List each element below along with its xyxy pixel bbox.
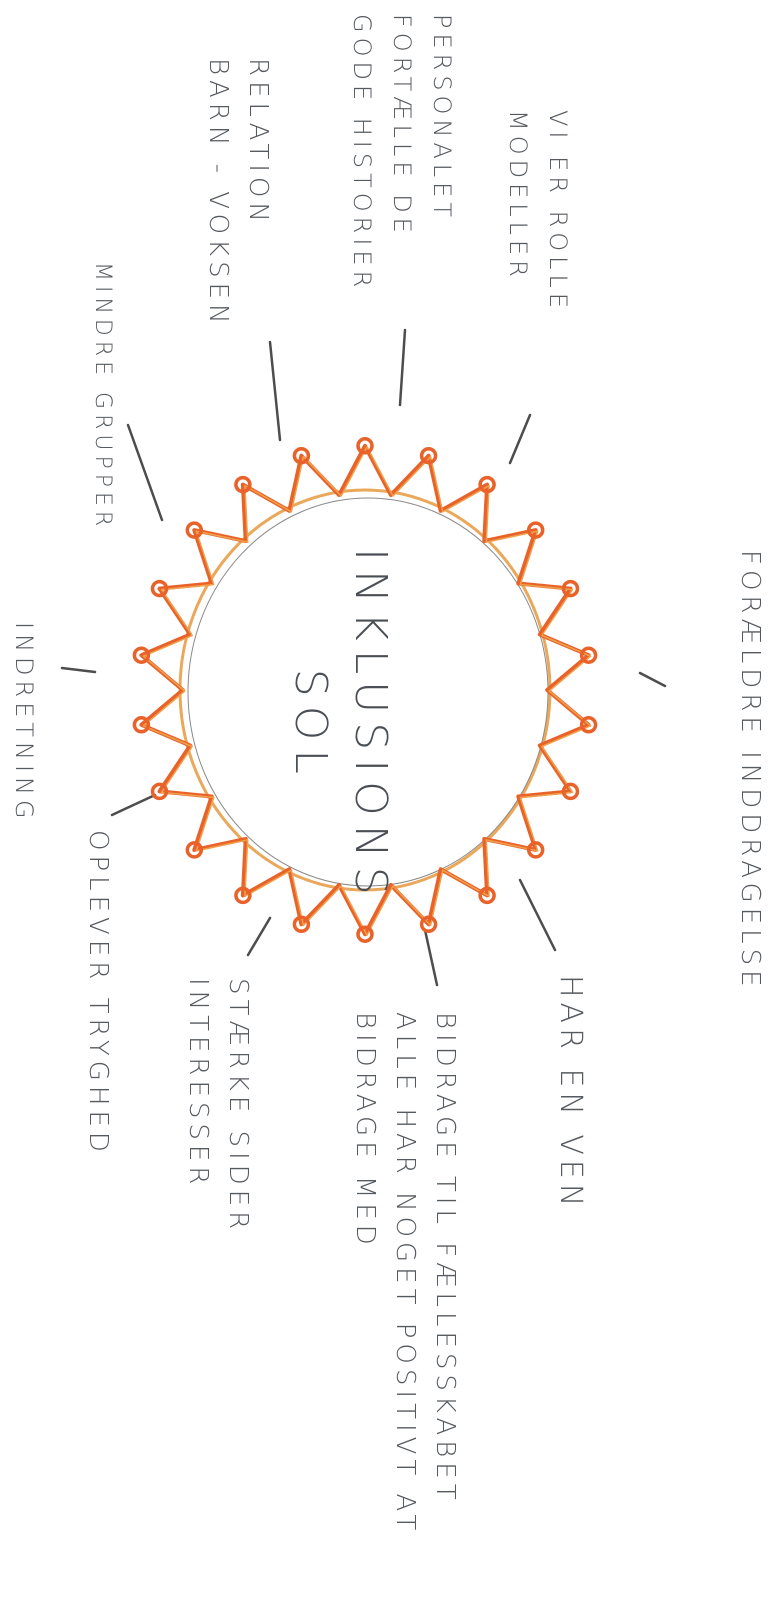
center-title-line2: Sol (280, 548, 340, 904)
connector-line (510, 415, 530, 463)
connector-line (425, 930, 437, 985)
label-mindre-grupper: Mindre grupper (82, 262, 122, 531)
connector-line (62, 668, 95, 672)
connector-line (128, 425, 162, 520)
label-indretning: Indretning (4, 622, 44, 824)
connector-line (400, 330, 405, 405)
label-har-en-ven: Har en ven (550, 975, 590, 1211)
label-personalet: Personalet fortælle de gode historier (342, 14, 462, 292)
label-bidrage: Bidrage til fællesskabet Alle har noget … (345, 1012, 465, 1535)
label-staerke-sider: Stærke sider interesser (178, 978, 258, 1234)
center-title-line1: Inklusions (340, 548, 400, 904)
connector-line (520, 880, 555, 950)
connector-line (112, 795, 155, 815)
label-relation: Relation barn - voksen (198, 58, 278, 328)
label-foraeldre-inddragelse: Forældre inddragelse (730, 550, 770, 992)
label-oplever-tryghed: Oplever tryghed (78, 830, 118, 1157)
center-title: Inklusions Sol (280, 548, 400, 904)
connector-line (640, 673, 665, 686)
connector-line (270, 342, 280, 440)
label-rollemodeller: Vi er rolle modeller (498, 110, 578, 313)
connector-line (248, 918, 270, 955)
